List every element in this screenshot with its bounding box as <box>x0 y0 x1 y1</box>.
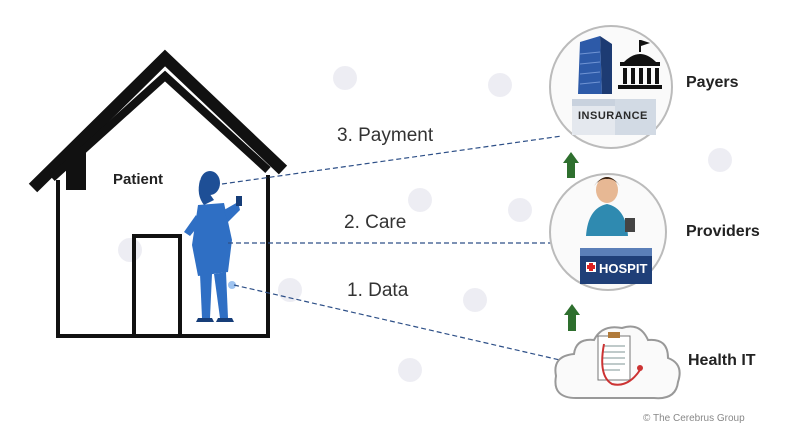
care-flow-label: 2. Care <box>344 212 407 233</box>
up-arrow-icon <box>564 304 580 331</box>
hospital-photo-text: HOSPIT <box>599 261 648 276</box>
insurance-photo <box>572 99 656 135</box>
health-it-label: Health IT <box>688 352 756 369</box>
clipboard-icon <box>597 332 631 381</box>
insurance-photo-text: INSURANCE <box>578 110 648 122</box>
connector-lines <box>221 135 563 361</box>
house-outline <box>28 49 288 338</box>
payment-flow-label: 3. Payment <box>337 125 434 146</box>
office-building-icon <box>578 36 612 94</box>
data-flow-label: 1. Data <box>347 280 409 301</box>
payers-circle <box>549 25 673 149</box>
background-watermark <box>118 66 732 382</box>
copyright-text: © The Cerebrus Group <box>643 413 745 424</box>
stethoscope-icon <box>601 343 641 386</box>
health-it-cloud <box>554 325 681 400</box>
government-building-icon <box>618 40 662 89</box>
nurse-icon <box>586 177 635 236</box>
up-arrow-icon <box>563 152 579 178</box>
hospital-photo <box>580 248 652 284</box>
payers-label: Payers <box>686 74 739 91</box>
payment-line <box>221 135 563 185</box>
providers-label: Providers <box>686 223 760 240</box>
patient-figure <box>184 171 242 322</box>
providers-circle <box>549 173 667 291</box>
patient-label: Patient <box>113 171 164 188</box>
